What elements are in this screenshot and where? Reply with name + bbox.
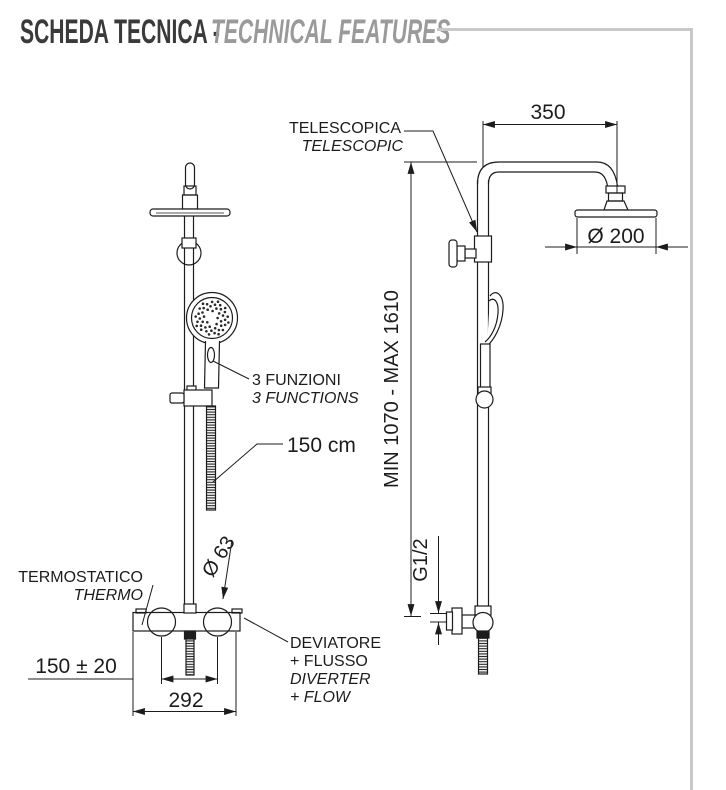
diverter-label-line3: DIVERTER	[290, 671, 371, 688]
header-rule-horizontal	[437, 28, 693, 31]
page-title-italian: SCHEDA TECNICA -	[20, 13, 220, 51]
thermo-leader-line	[141, 584, 154, 626]
head-diameter-value: Ø 200	[587, 225, 644, 248]
front-view	[132, 162, 243, 676]
thermostatic-valve-side	[445, 605, 494, 675]
right-valve-knob	[202, 607, 233, 637]
telescopic-label-it: TELESCOPICA	[289, 120, 401, 137]
hand-shower-front	[185, 291, 239, 389]
left-valve-knob	[146, 607, 177, 637]
height-range-value: MIN 1070 - MAX 1610	[381, 290, 403, 488]
valve-width-value: 292	[168, 689, 203, 712]
shower-arm	[476, 161, 629, 211]
functions-label-en: 3 FUNCTIONS	[252, 390, 359, 407]
shower-hose-side	[477, 637, 489, 675]
telescopic-label-en: TELESCOPIC	[302, 138, 404, 155]
ceiling-pipe	[181, 162, 199, 210]
hose-length-value: 150 cm	[287, 434, 356, 457]
column-joint-block	[181, 237, 197, 249]
functions-leader-line	[212, 360, 250, 380]
diverter-label-line4: + FLOW	[290, 689, 352, 706]
functions-label-it: 3 FUNZIONI	[252, 372, 341, 389]
telescopic-leader-line	[404, 130, 478, 233]
thermostatic-valve-front	[132, 603, 243, 676]
slider-bracket	[169, 385, 213, 407]
overhead-shower-head-front	[149, 208, 231, 217]
front-view-dimensions	[28, 360, 289, 716]
hose-length-leader-line	[212, 443, 283, 483]
shower-hose-front	[205, 405, 217, 511]
hose-ring-joint	[475, 390, 494, 409]
thermo-label-en: THERMO	[74, 587, 143, 604]
overhead-shower-head-side	[574, 209, 658, 218]
drawing-labels: TELESCOPICA TELESCOPIC 350 Ø 200 MIN 107…	[18, 101, 644, 712]
function-selector-button	[206, 346, 216, 364]
valve-spacing-value: 150 ± 20	[35, 655, 117, 678]
diverter-leader-line	[243, 617, 289, 643]
arm-length-value: 350	[530, 101, 565, 124]
telescopic-wall-bracket	[448, 235, 493, 268]
side-view	[445, 161, 658, 675]
spray-nozzle-dots	[194, 300, 230, 336]
connection-thread-value: G1/2	[410, 538, 432, 581]
diverter-label-line2: + FLUSSO	[290, 653, 368, 670]
valve-hose-tail	[185, 638, 195, 676]
side-view-dimensions	[404, 121, 688, 645]
hand-shower-side	[475, 292, 504, 409]
knob-diameter-arrow	[221, 539, 233, 600]
page-title-english: TECHNICAL FEATURES	[211, 13, 451, 51]
border-rule-vertical	[690, 28, 693, 790]
knob-diameter-value: Ø 63	[198, 533, 240, 581]
diverter-label-line1: DEVIATORE	[290, 635, 381, 652]
thermo-label-it: TERMOSTATICO	[18, 569, 143, 586]
